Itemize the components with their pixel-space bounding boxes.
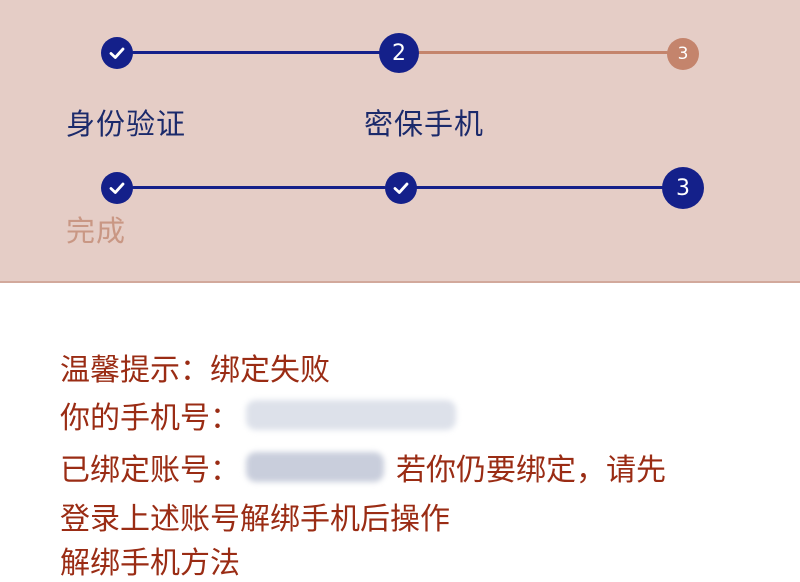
progress-line-completed <box>132 186 386 189</box>
step-2-number: 2 <box>392 40 406 66</box>
unbind-method-row: 解绑手机方法 <box>60 538 240 582</box>
stepper-panel: 2 3 身份验证 密保手机 3 完成 <box>0 0 800 282</box>
unbind-method-text: 解绑手机方法 <box>60 546 240 581</box>
check-icon <box>109 182 125 194</box>
step-2-node-done <box>385 172 417 204</box>
progress-line-completed <box>132 51 382 54</box>
step-label-complete: 完成 <box>66 214 127 248</box>
phone-number-label: 你的手机号： <box>60 401 240 436</box>
check-icon <box>393 182 409 194</box>
bind-instruction-text: 若你仍要绑定，请先 <box>396 453 666 488</box>
progress-line-pending <box>416 51 668 54</box>
redacted-account <box>246 452 384 482</box>
step-2-node-current: 2 <box>379 33 419 73</box>
instruction-text: 登录上述账号解绑手机后操作 <box>60 502 450 537</box>
section-divider <box>0 281 800 283</box>
redacted-phone-number <box>246 400 456 430</box>
bound-account-row: 已绑定账号： 若你仍要绑定，请先 <box>60 445 666 489</box>
instruction-row: 登录上述账号解绑手机后操作 <box>60 494 450 538</box>
step-1-node-done <box>101 37 133 69</box>
step-3-number: 3 <box>677 44 689 64</box>
step-3-node-pending: 3 <box>667 38 699 70</box>
step-3-node-current: 3 <box>662 167 704 209</box>
step-label-identity: 身份验证 <box>66 107 187 141</box>
step-1-node-done <box>101 172 133 204</box>
tip-title-text: 温馨提示：绑定失败 <box>60 353 330 388</box>
check-icon <box>109 47 125 59</box>
step-label-security-phone: 密保手机 <box>364 107 485 141</box>
progress-line-completed <box>414 186 668 189</box>
step-3-number: 3 <box>676 175 690 201</box>
bound-account-label: 已绑定账号： <box>60 453 240 488</box>
phone-number-row: 你的手机号： <box>60 393 462 437</box>
tip-title: 温馨提示：绑定失败 <box>60 345 330 389</box>
